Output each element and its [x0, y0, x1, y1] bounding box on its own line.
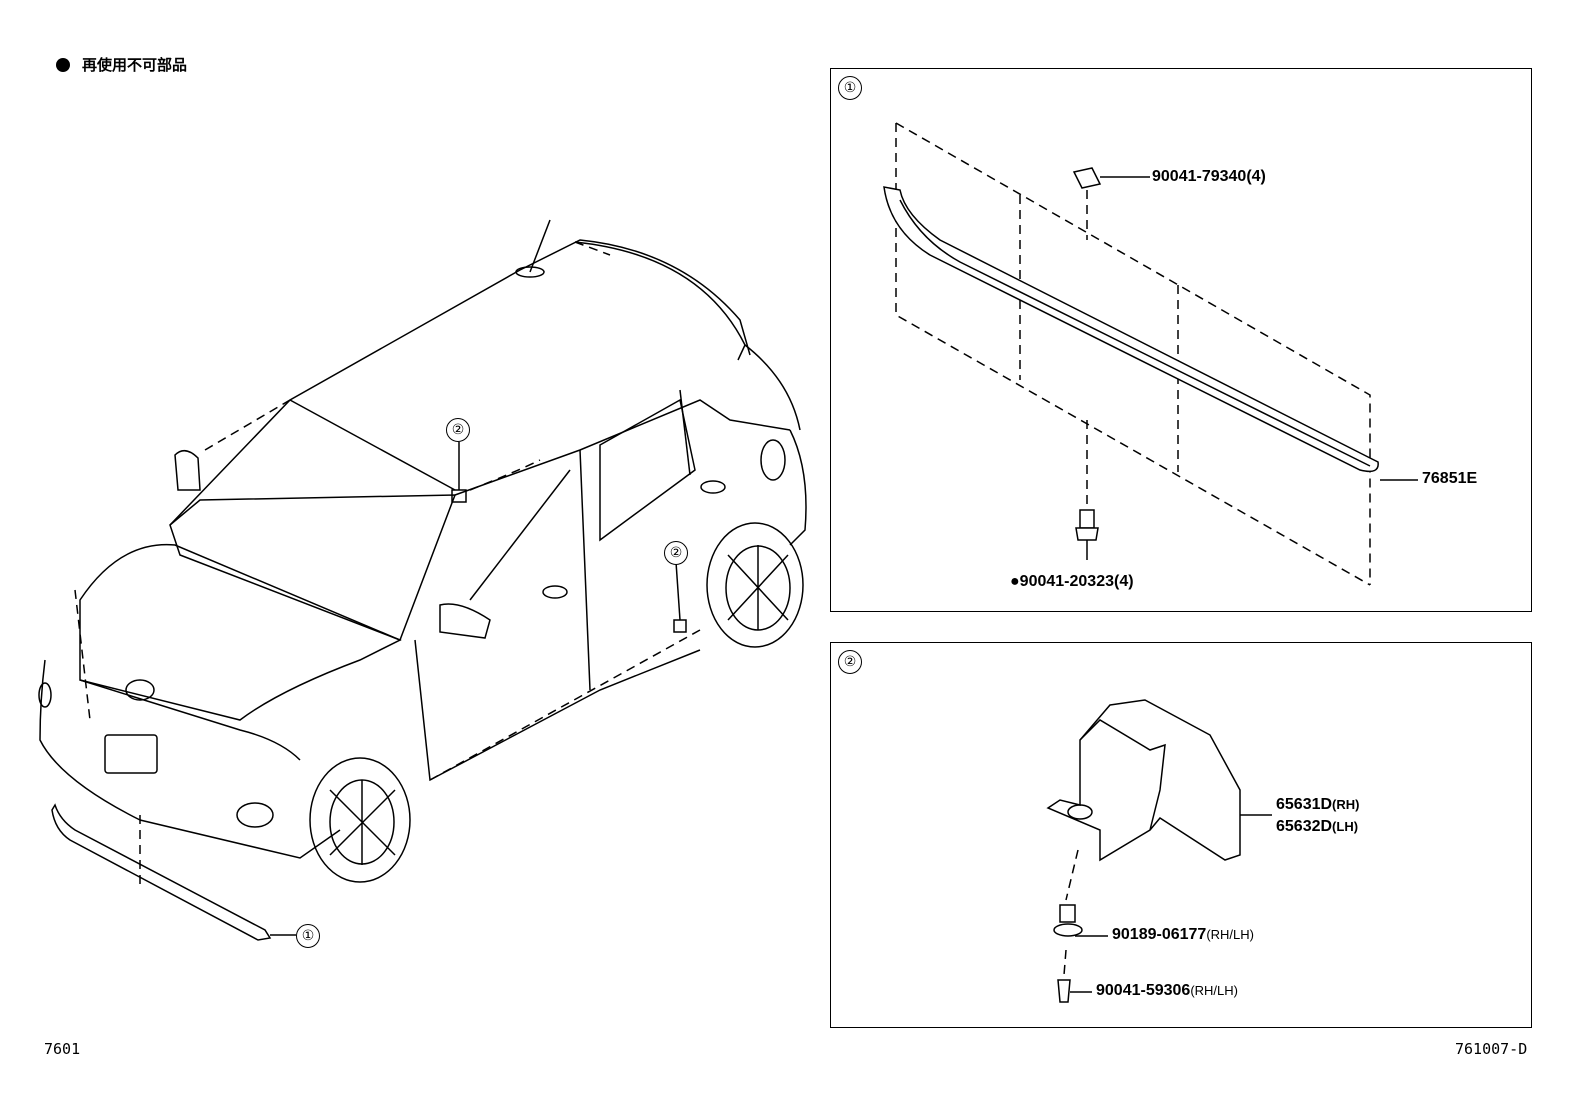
panel-2-drawing — [1046, 699, 1272, 1003]
part-number: 90041-20323 — [1019, 573, 1114, 590]
part-qty: (4) — [1113, 573, 1134, 590]
part-number: 76851E — [1422, 470, 1478, 487]
callout-1-garnish: ① — [296, 924, 320, 948]
part-side: (RH/LH) — [1206, 927, 1254, 942]
panel-2-label-text: ② — [843, 654, 857, 670]
part-side: (LH) — [1332, 819, 1359, 834]
panel-1-label: ① — [838, 76, 862, 100]
panel-1-label-text: ① — [843, 80, 857, 96]
part-65631D[interactable]: 65631D(RH) — [1276, 796, 1359, 814]
legend: 再使用不可部品 — [56, 54, 187, 75]
part-90041-59306[interactable]: 90041-59306(RH/LH) — [1096, 982, 1238, 1000]
part-number: 90041-59306 — [1096, 982, 1191, 999]
callout-2-roof: ② — [446, 418, 470, 442]
detail-panel-1 — [830, 68, 1532, 612]
part-90041-20323[interactable]: ●90041-20323(4) — [1010, 573, 1134, 591]
part-number: 90041-79340 — [1152, 168, 1247, 185]
non-reusable-marker-icon: ● — [1010, 573, 1020, 590]
part-number: 65631D — [1276, 796, 1333, 813]
panel-1-drawing — [883, 122, 1418, 586]
part-qty: (4) — [1246, 168, 1266, 185]
part-76851E[interactable]: 76851E — [1422, 470, 1477, 488]
vehicle-illustration — [38, 219, 807, 941]
callout-2-side-label: ② — [669, 545, 683, 561]
legend-text: 再使用不可部品 — [82, 56, 188, 74]
part-90189-06177[interactable]: 90189-06177(RH/LH) — [1112, 926, 1254, 944]
part-number: 65632D — [1276, 818, 1333, 835]
part-number: 90189-06177 — [1112, 926, 1207, 943]
callout-2-side: ② — [664, 541, 688, 565]
page-code-left: 7601 — [44, 1040, 81, 1058]
non-reusable-bullet-icon — [56, 57, 70, 72]
panel-2-label: ② — [838, 650, 862, 674]
page-code-right: 761007-D — [1455, 1040, 1528, 1058]
callout-1-garnish-label: ① — [301, 928, 315, 944]
part-90041-79340[interactable]: 90041-79340(4) — [1152, 168, 1266, 186]
callout-2-roof-label: ② — [451, 422, 465, 438]
part-65632D[interactable]: 65632D(LH) — [1276, 818, 1358, 836]
part-side: (RH) — [1332, 797, 1360, 812]
detail-panel-2 — [830, 642, 1532, 1028]
part-side: (RH/LH) — [1190, 983, 1238, 998]
